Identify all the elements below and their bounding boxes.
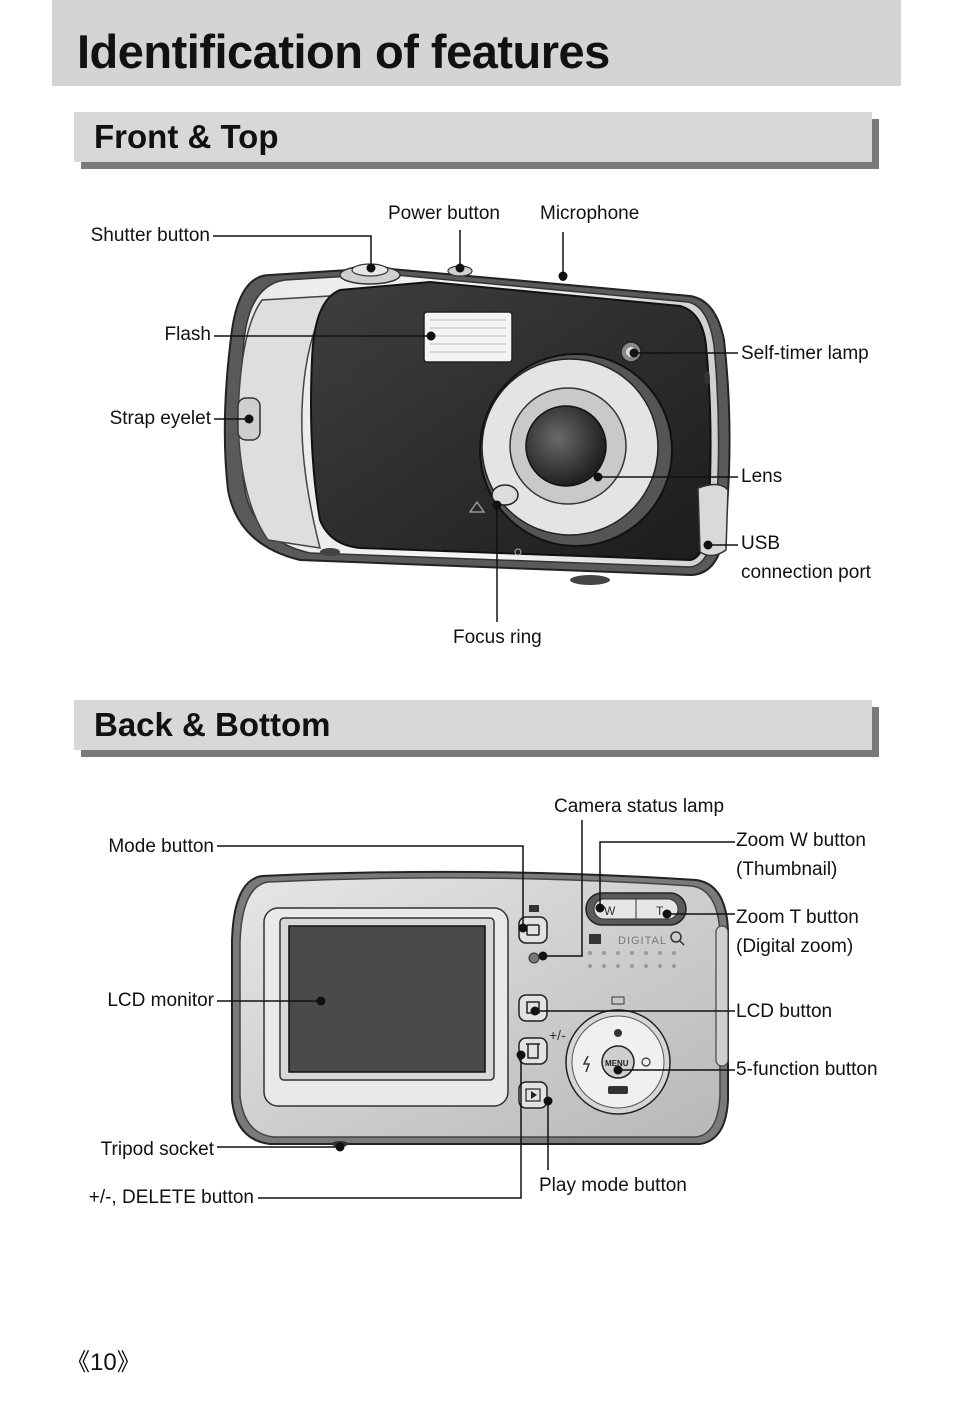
label-tripod-socket: Tripod socket <box>100 1139 214 1160</box>
label-microphone: Microphone <box>540 203 640 224</box>
back-leader-lines <box>217 820 735 1199</box>
front-leader-lines <box>213 230 738 622</box>
camera-back-body: W T DIGITAL +/- <box>231 870 729 1147</box>
label-play-mode-button: Play mode button <box>539 1175 687 1196</box>
page-number-value: 10 <box>90 1349 117 1376</box>
label-flash: Flash <box>164 324 211 345</box>
label-camera-status-lamp: Camera status lamp <box>554 796 725 817</box>
label-zoom-t-button: Zoom T button <box>736 907 859 928</box>
page-number: 《10》 <box>66 1349 141 1376</box>
label-plus-minus-delete-button: +/-, DELETE button <box>88 1187 254 1208</box>
label-connection-port: connection port <box>741 562 871 583</box>
zoom-t-marking: T <box>656 904 664 918</box>
section-header-front-top: Front & Top <box>74 112 872 162</box>
page-header <box>52 0 901 86</box>
label-usb: USB <box>741 533 781 554</box>
section-header-back-bottom: Back & Bottom <box>74 700 872 750</box>
zoom-w-marking: W <box>604 904 616 918</box>
label-5-function-button: 5-function button <box>736 1059 878 1080</box>
section-title-front-top: Front & Top <box>94 118 279 155</box>
label-mode-button: Mode button <box>108 836 214 857</box>
label-digital-zoom: (Digital zoom) <box>736 936 854 957</box>
camera-front-body <box>223 263 731 585</box>
section-title-back-bottom: Back & Bottom <box>94 706 331 743</box>
label-self-timer-lamp: Self-timer lamp <box>741 343 869 364</box>
label-focus-ring: Focus ring <box>453 627 542 648</box>
label-power-button: Power button <box>388 203 500 224</box>
page-title: Identification of features <box>77 25 610 78</box>
label-strap-eyelet: Strap eyelet <box>109 408 211 429</box>
label-lcd-button: LCD button <box>736 1001 833 1022</box>
label-thumbnail: (Thumbnail) <box>736 859 838 880</box>
label-shutter-button: Shutter button <box>90 225 210 246</box>
label-zoom-w-button: Zoom W button <box>736 830 866 851</box>
menu-marking: MENU <box>605 1059 629 1068</box>
digital-marking: DIGITAL <box>618 935 667 947</box>
plus-minus-marking: +/- <box>549 1027 566 1043</box>
label-lcd-monitor: LCD monitor <box>107 990 214 1011</box>
label-lens: Lens <box>741 466 783 487</box>
